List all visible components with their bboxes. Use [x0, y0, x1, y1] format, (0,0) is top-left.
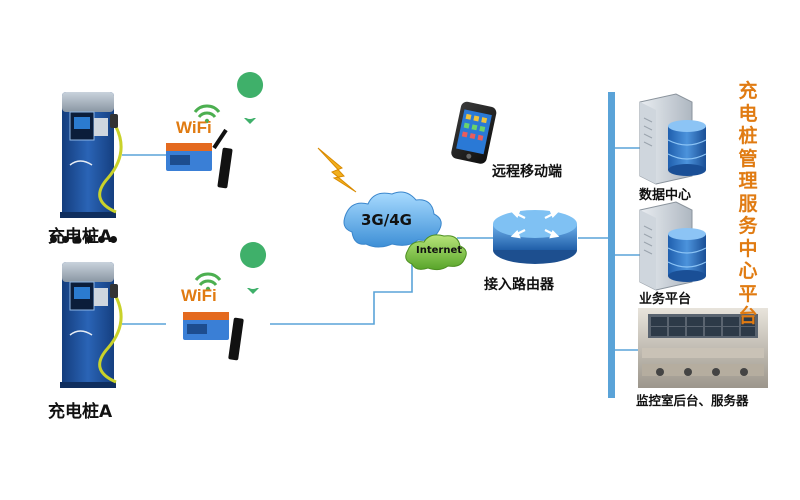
wifi-icon-top — [193, 104, 221, 124]
smartphone-icon — [451, 101, 497, 164]
monitor-room-label: 监控室后台、服务器 — [636, 393, 749, 408]
database-icon-business — [667, 228, 707, 282]
cloud-internet-icon — [405, 234, 467, 271]
wifi-text-bottom: WiFi — [181, 286, 217, 305]
station-label-bottom: 充电桩A — [48, 402, 113, 422]
connection-lines — [122, 147, 640, 351]
mobile-label: 远程移动端 — [492, 164, 562, 180]
lightning-icon — [317, 147, 357, 193]
ellipsis-dots — [50, 236, 117, 243]
system-title: 充电桩管理服务中心平台 — [738, 80, 758, 327]
business-platform-label: 业务平台 — [639, 292, 692, 307]
dtu-modem-icon-top — [166, 128, 233, 189]
cloud-internet-label: Internet — [416, 245, 463, 256]
station-label-top: 充电桩A — [48, 222, 112, 247]
monitor-room-photo — [638, 308, 768, 388]
dtu-modem-icon-bottom — [183, 312, 244, 361]
refresh-pin-icon-top — [237, 72, 264, 124]
router-icon — [493, 209, 577, 264]
server-bus — [608, 92, 615, 398]
data-center-label: 数据中心 — [639, 188, 692, 203]
charging-station-icon-bottom — [60, 262, 123, 388]
database-icon-data-center — [667, 120, 707, 176]
cloud-3g4g-label: 3G/4G — [361, 211, 412, 229]
server-data-center-icon — [639, 93, 707, 185]
server-business-platform-icon — [639, 201, 707, 291]
cloud-3g4g-icon — [343, 191, 442, 248]
charging-station-icon-top — [60, 92, 123, 218]
router-label: 接入路由器 — [484, 277, 554, 293]
refresh-pin-icon-bottom — [240, 242, 267, 294]
wifi-icon-bottom — [194, 272, 222, 292]
wifi-text-top: WiFi — [176, 118, 212, 137]
